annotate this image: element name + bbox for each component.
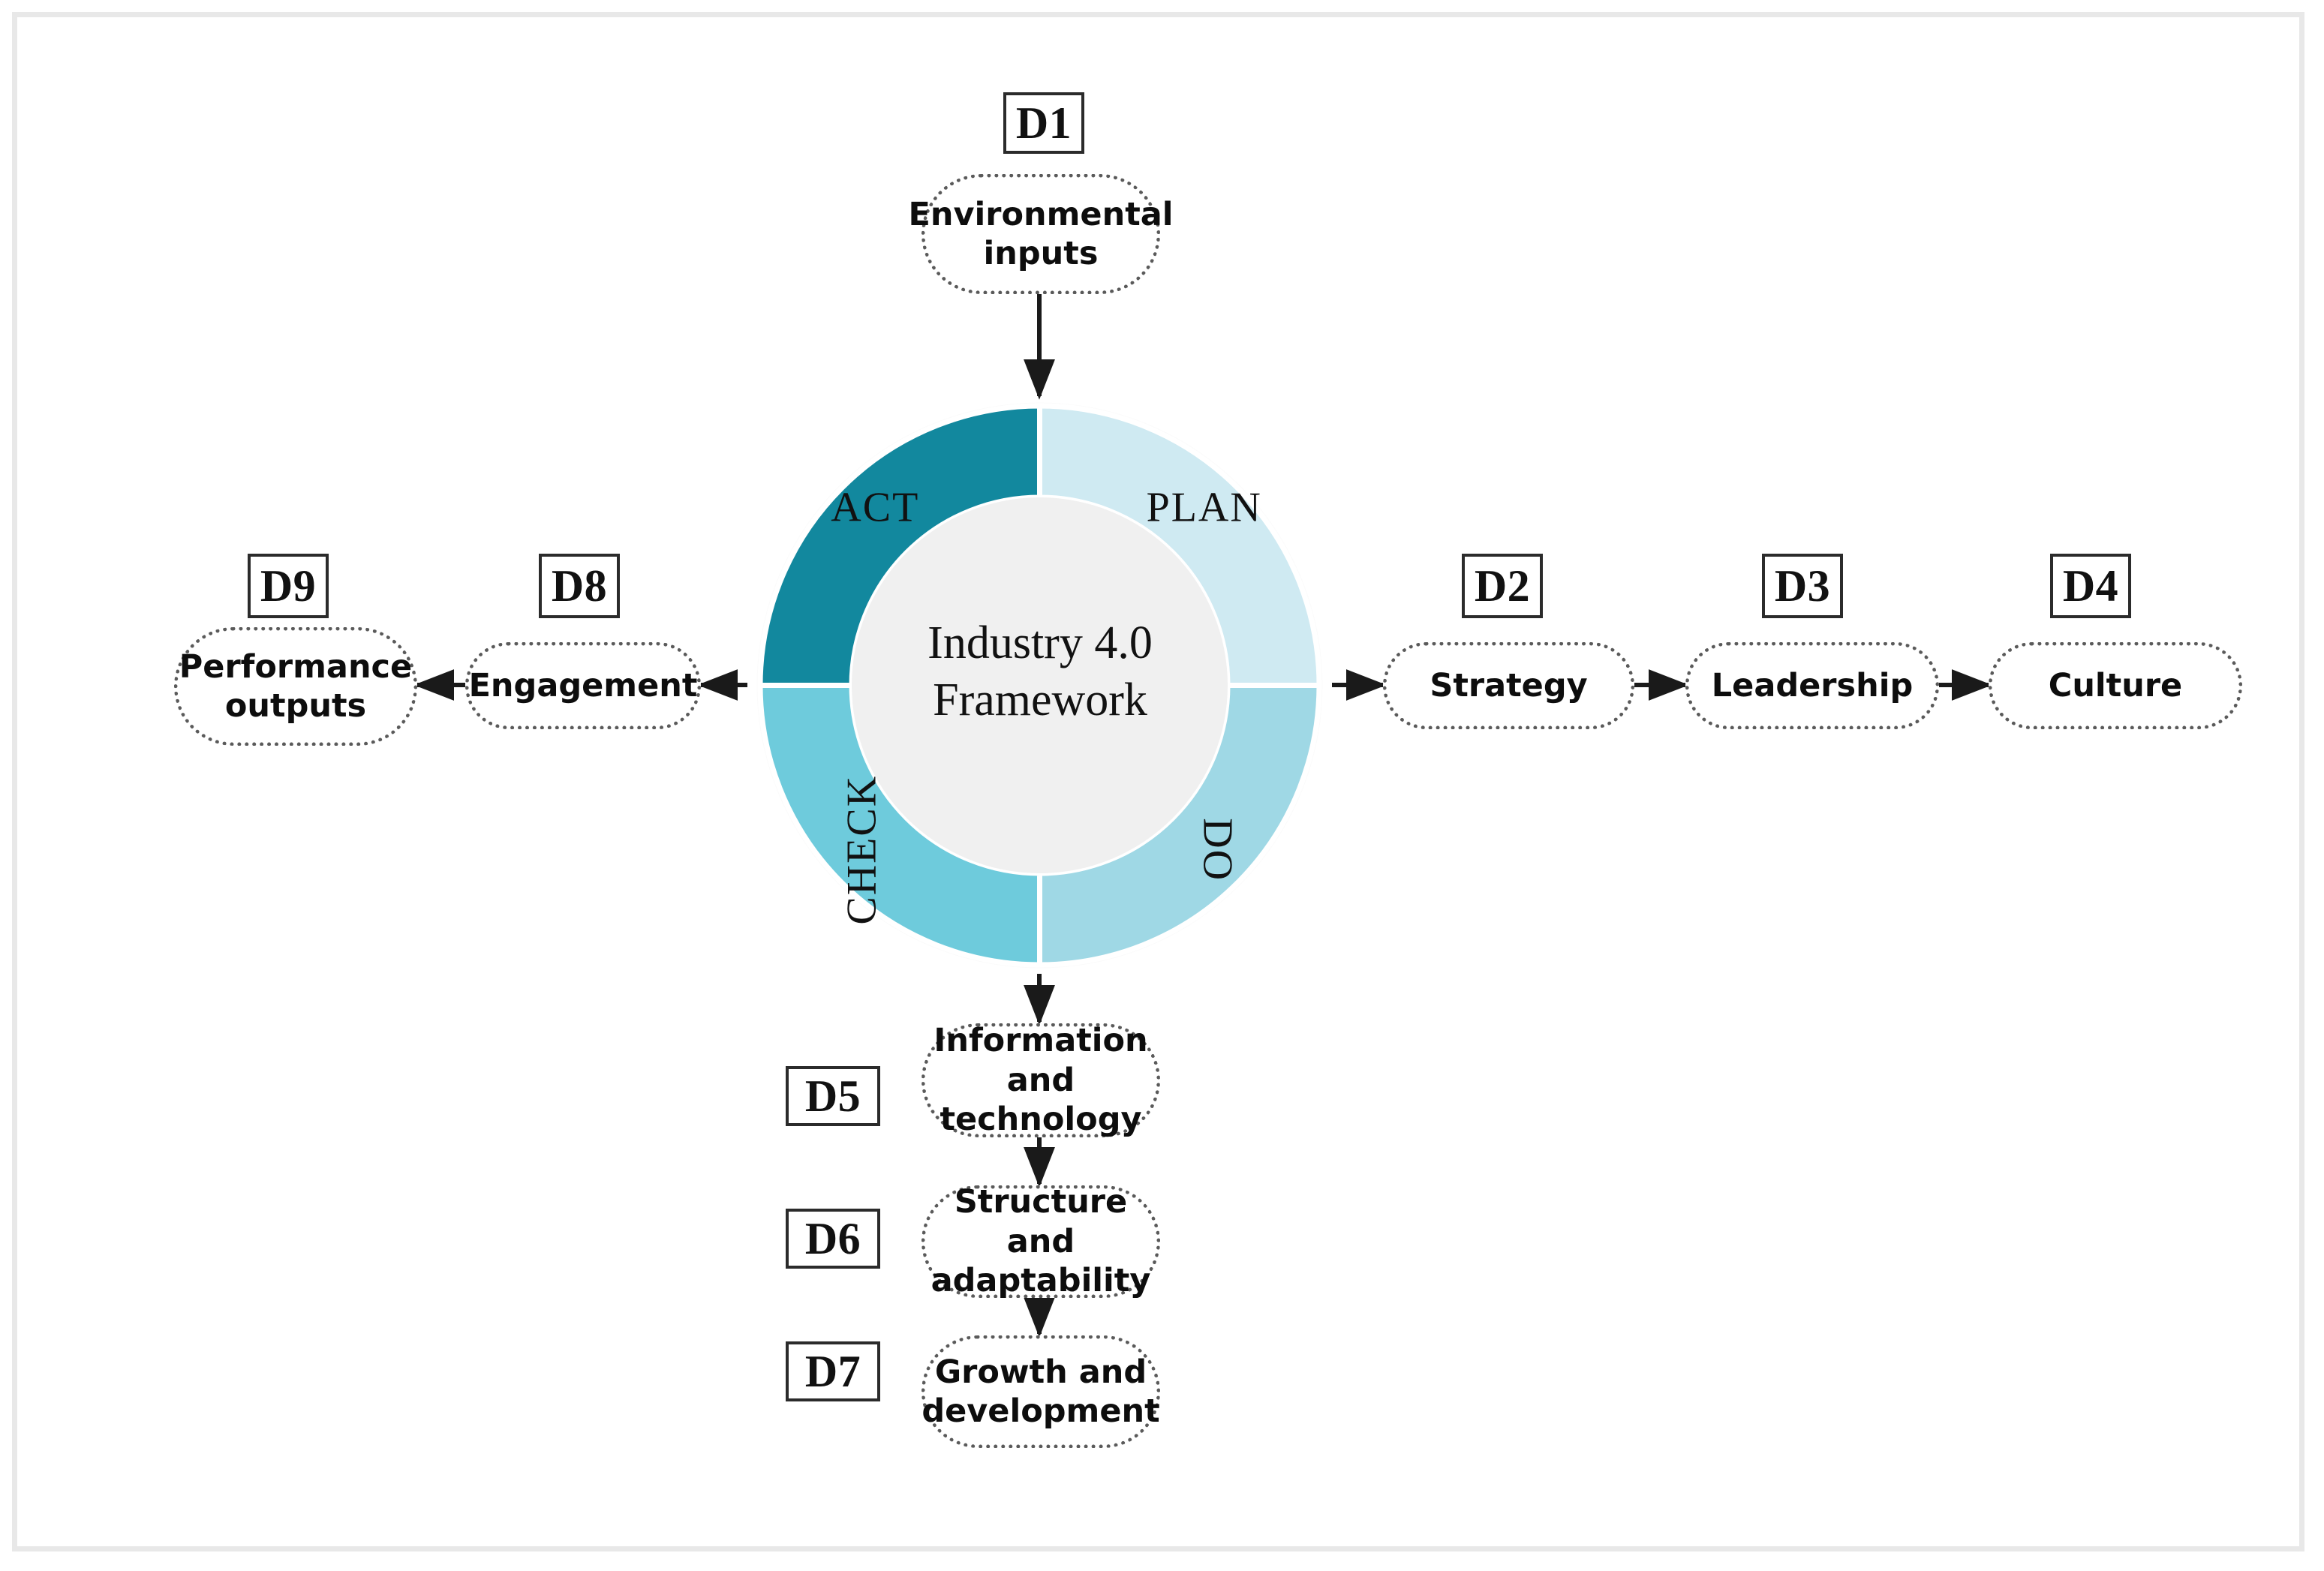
code-box-d8[interactable]: D8 <box>539 554 620 618</box>
node-d6-structure-and-adaptability[interactable]: Structure and adaptability <box>921 1183 1160 1300</box>
node-d6-line2: adaptability <box>931 1262 1151 1300</box>
node-d9-line2: outputs <box>224 687 367 725</box>
wheel-label-plan: PLAN <box>1147 484 1262 530</box>
code-box-d7[interactable]: D7 <box>786 1341 880 1401</box>
node-d7-line1: Growth and <box>934 1353 1147 1391</box>
node-d5-information-and-technology[interactable]: Information and technology <box>921 1022 1160 1139</box>
wheel-label-act: ACT <box>831 484 919 530</box>
node-d9-line1: Performance <box>179 647 413 686</box>
node-d5-line2: technology <box>940 1101 1142 1139</box>
node-d3-leadership[interactable]: Leadership <box>1685 642 1939 729</box>
code-box-d2-label: D2 <box>1474 560 1531 611</box>
code-box-d3-label: D3 <box>1774 560 1831 611</box>
code-box-d7-label: D7 <box>804 1346 861 1396</box>
code-box-d3[interactable]: D3 <box>1762 554 1843 618</box>
code-box-d2[interactable]: D2 <box>1462 554 1543 618</box>
node-d2-strategy[interactable]: Strategy <box>1383 642 1634 729</box>
node-d1-line1: Environmental <box>908 195 1174 233</box>
wheel-label-do: DO <box>1195 818 1241 882</box>
node-d1-line2: inputs <box>983 235 1099 272</box>
node-d8-line1: Engagement <box>468 666 698 704</box>
node-d9-performance-outputs[interactable]: Performance outputs <box>174 627 417 746</box>
code-box-d4-label: D4 <box>2062 560 2119 611</box>
code-box-d9-label: D9 <box>260 560 317 611</box>
code-box-d5[interactable]: D5 <box>786 1066 880 1126</box>
node-d7-line2: development <box>921 1392 1160 1430</box>
pdca-wheel: PLAN DO CHECK ACT <box>756 401 1324 969</box>
node-d6-line1: Structure and <box>954 1183 1128 1260</box>
code-box-d5-label: D5 <box>804 1071 861 1121</box>
code-box-d6[interactable]: D6 <box>786 1209 880 1269</box>
node-d5-line1: Information and <box>934 1022 1148 1099</box>
node-d4-culture[interactable]: Culture <box>1989 642 2242 729</box>
node-d7-growth-and-development[interactable]: Growth and development <box>921 1335 1160 1448</box>
code-box-d8-label: D8 <box>551 560 608 611</box>
wheel-hub <box>852 497 1228 873</box>
node-d3-line1: Leadership <box>1711 666 1914 704</box>
wheel-label-check: CHECK <box>838 775 885 925</box>
node-d8-engagement[interactable]: Engagement <box>465 642 701 729</box>
code-box-d9[interactable]: D9 <box>248 554 329 618</box>
code-box-d6-label: D6 <box>804 1213 861 1263</box>
node-d4-line1: Culture <box>2048 666 2183 704</box>
node-d1-environmental-inputs[interactable]: Environmental inputs <box>909 174 1174 294</box>
code-box-d1-label: D1 <box>1015 98 1072 148</box>
node-d2-line1: Strategy <box>1430 666 1588 704</box>
code-box-d4[interactable]: D4 <box>2050 554 2131 618</box>
code-box-d1[interactable]: D1 <box>1003 92 1084 154</box>
